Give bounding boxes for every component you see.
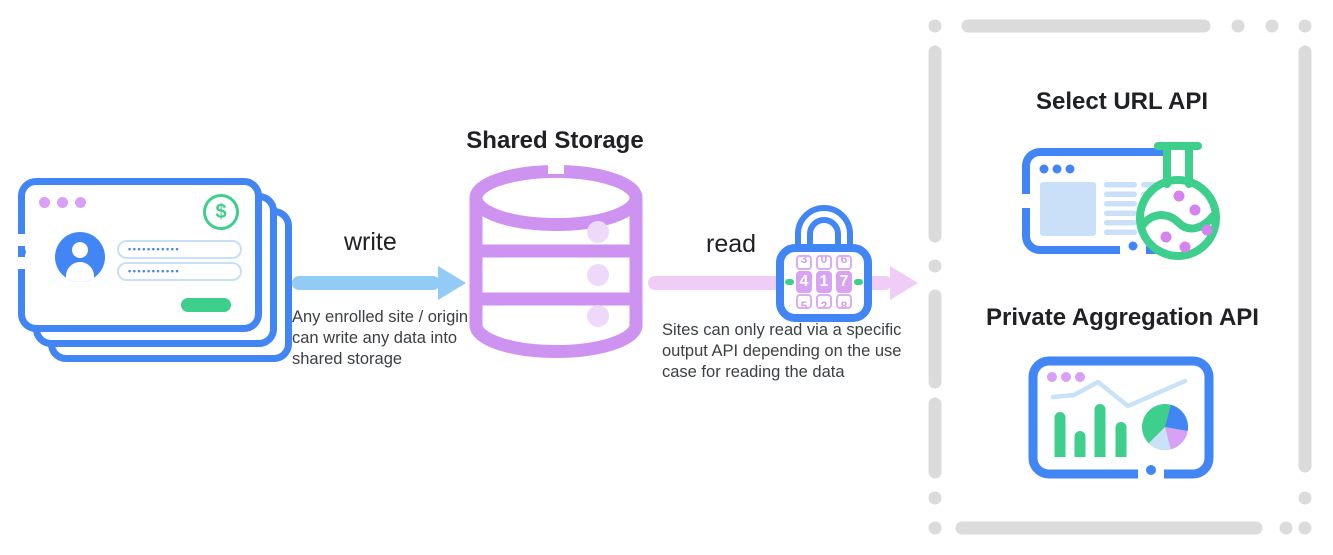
write-arrow-bar: [292, 276, 440, 290]
password-field-1: •••••••••••: [117, 240, 242, 259]
submit-button-illustration: [181, 298, 231, 312]
browser-window-stack: $ ••••••••••• •••••••••••: [17, 178, 298, 370]
write-caption: Any enrolled site / origin can write any…: [292, 308, 469, 368]
shared-storage-title: Shared Storage: [466, 127, 644, 154]
dial-digit: 7: [836, 271, 852, 293]
border-dash-dot: [1146, 465, 1156, 475]
line-chart: [1050, 378, 1188, 409]
user-avatar-icon: [55, 232, 105, 282]
border-dash-dot: [18, 248, 26, 256]
dial-digit-below: 2: [816, 294, 832, 309]
privacy-boundary-dashed-border: [928, 19, 1312, 535]
private-aggregation-api-icon: [1028, 356, 1214, 482]
dial-tick-right: [854, 279, 863, 285]
window-dots: [1047, 372, 1085, 382]
window-dots: [39, 197, 86, 208]
private-aggregation-api-title: Private Aggregation API: [986, 304, 1259, 331]
select-url-api-title: Select URL API: [1035, 88, 1209, 115]
flask-bubbles: [1160, 190, 1213, 253]
read-arrow-head: [890, 266, 918, 300]
content-image-placeholder: [1040, 182, 1096, 236]
pie-chart: [1142, 404, 1189, 450]
border-dash-gap: [1020, 194, 1032, 208]
dial-tick-left: [785, 279, 794, 285]
write-arrow: [292, 266, 466, 300]
border-dash-gap: [17, 257, 27, 269]
lock-dial-3: 6 7 8: [836, 255, 852, 309]
read-caption: Sites can only read via a specific outpu…: [662, 321, 902, 381]
border-dash-gap: [17, 234, 27, 246]
dollar-symbol: $: [215, 200, 227, 223]
avatar-head: [72, 242, 88, 258]
database-icon: [469, 160, 643, 358]
window-dots: [1039, 164, 1075, 174]
select-url-api-icon: [1020, 142, 1220, 260]
dial-digit-below: 5: [796, 294, 812, 309]
lock-dial-2: 0 1 2: [816, 255, 832, 309]
cylinder-top-gap: [548, 160, 564, 174]
write-arrow-head: [438, 266, 466, 300]
dial-digit-above: 6: [836, 255, 852, 270]
browser-window-front: $ ••••••••••• •••••••••••: [17, 178, 262, 332]
dial-digit: 4: [796, 271, 812, 293]
dial-digit-above: 3: [796, 255, 812, 270]
bar-chart: [1054, 404, 1127, 457]
dial-digit: 1: [816, 271, 832, 293]
border-dash-dot: [1128, 241, 1138, 251]
dial-digit-above: 0: [816, 255, 832, 270]
combination-lock-icon: 3 4 5 0 1 2 6 7 8: [776, 198, 872, 322]
write-label: write: [344, 228, 397, 256]
flask-icon: [1136, 142, 1220, 260]
read-label: read: [706, 230, 757, 258]
lock-dials: 3 4 5 0 1 2 6 7 8: [796, 255, 852, 309]
password-field-2: •••••••••••: [117, 262, 242, 281]
lock-dial-1: 3 4 5: [796, 255, 812, 309]
avatar-torso: [66, 262, 94, 282]
dial-digit-below: 8: [836, 294, 852, 309]
cylinder-band-dots: [587, 221, 609, 327]
dollar-icon: $: [203, 194, 239, 230]
